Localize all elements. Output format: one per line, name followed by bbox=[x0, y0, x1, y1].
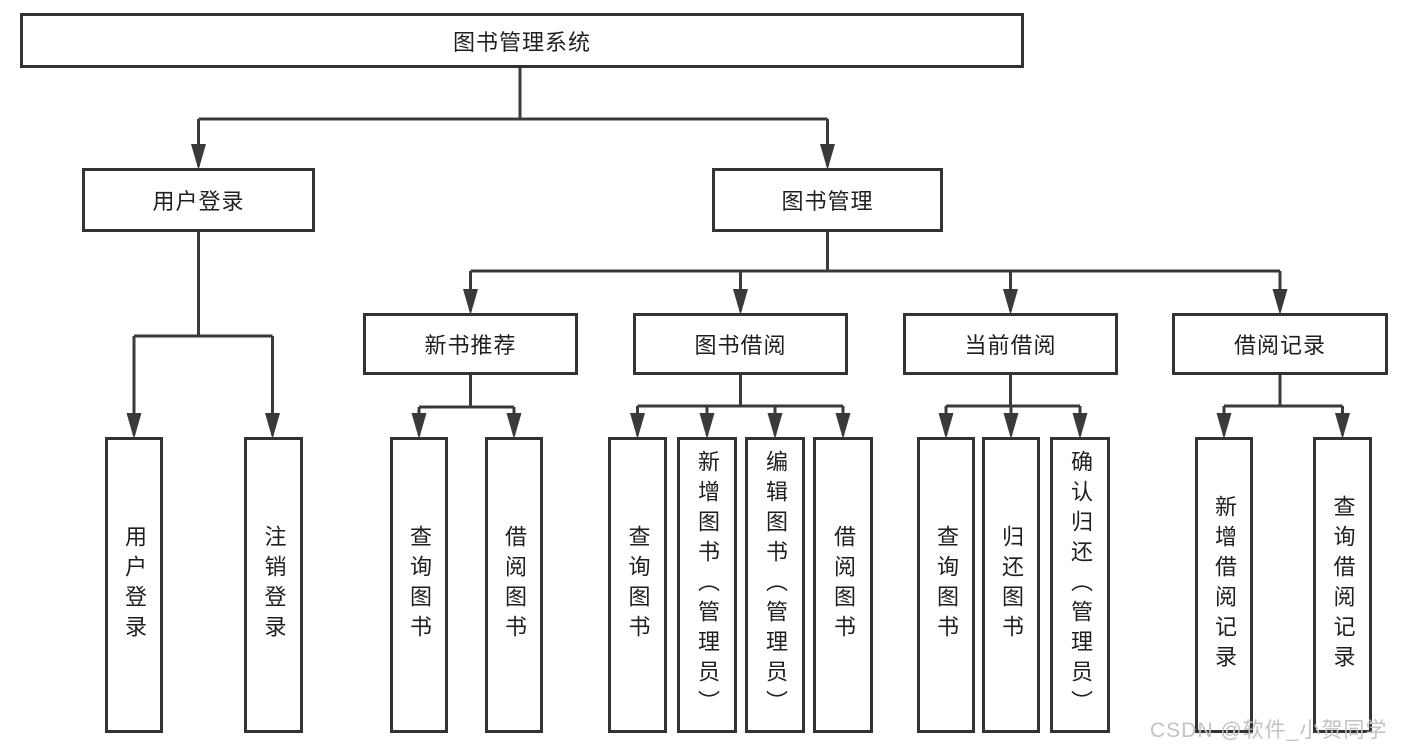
arrow-icon bbox=[191, 144, 206, 170]
node-borrowing-records: 借阅记录 bbox=[1172, 313, 1388, 375]
node-new-book-recommend: 新书推荐 bbox=[363, 313, 578, 375]
node-root-book-management-system: 图书管理系统 bbox=[20, 13, 1024, 68]
arrow-icon bbox=[1216, 413, 1232, 439]
csdn-watermark: CSDN @软件_小贺同学 bbox=[1150, 719, 1388, 742]
node-current-borrowing: 当前借阅 bbox=[903, 313, 1118, 375]
arrow-icon bbox=[1335, 413, 1350, 439]
leaf-label: 确认归还（管理员） bbox=[1068, 450, 1093, 720]
arrow-icon bbox=[506, 413, 522, 439]
arrow-icon bbox=[1072, 413, 1088, 439]
arrow-icon bbox=[1272, 289, 1288, 315]
arrow-icon bbox=[938, 413, 954, 439]
arrow-icon bbox=[126, 413, 142, 439]
leaf-label: 查询图书 bbox=[625, 525, 651, 645]
arrow-icon bbox=[463, 289, 478, 315]
leaf-records-add-record: 新增借阅记录 bbox=[1195, 437, 1253, 733]
leaf-records-query-record: 查询借阅记录 bbox=[1313, 437, 1372, 733]
arrow-icon bbox=[630, 413, 645, 439]
arrow-icon bbox=[733, 289, 748, 315]
leaf-current-return-books: 归还图书 bbox=[982, 437, 1040, 733]
leaf-newbook-borrow-books: 借阅图书 bbox=[485, 437, 543, 733]
leaf-user-login: 用户登录 bbox=[105, 437, 163, 733]
leaf-label: 借阅图书 bbox=[502, 525, 527, 645]
leaf-label: 归还图书 bbox=[999, 525, 1024, 645]
leaf-current-query-books: 查询图书 bbox=[917, 437, 975, 733]
arrow-icon bbox=[265, 413, 280, 439]
node-user-login: 用户登录 bbox=[82, 168, 315, 232]
arrow-icon bbox=[699, 413, 715, 439]
arrow-icon bbox=[767, 413, 783, 439]
node-book-management: 图书管理 bbox=[712, 168, 943, 232]
arrow-icon bbox=[1003, 289, 1018, 315]
leaf-label: 新增图书（管理员） bbox=[695, 450, 720, 720]
leaf-label: 借阅图书 bbox=[831, 525, 856, 645]
node-book-borrowing: 图书借阅 bbox=[633, 313, 848, 375]
arrow-icon bbox=[411, 413, 427, 439]
arrow-icon bbox=[820, 144, 835, 170]
leaf-current-confirm-return-admin: 确认归还（管理员） bbox=[1050, 437, 1110, 733]
arrow-icon bbox=[1003, 413, 1019, 439]
leaf-label: 注销登录 bbox=[261, 525, 287, 645]
leaf-label: 查询图书 bbox=[407, 525, 432, 645]
leaf-label: 新增借阅记录 bbox=[1212, 495, 1237, 675]
arrowheads bbox=[126, 144, 1350, 439]
leaf-borrow-edit-books-admin: 编辑图书（管理员） bbox=[745, 437, 805, 733]
leaf-label: 查询借阅记录 bbox=[1330, 495, 1356, 675]
leaf-label: 查询图书 bbox=[934, 525, 959, 645]
leaf-borrow-query-books: 查询图书 bbox=[608, 437, 667, 733]
leaf-label: 用户登录 bbox=[122, 525, 147, 645]
leaf-label: 编辑图书（管理员） bbox=[763, 450, 788, 720]
arrow-icon bbox=[835, 413, 851, 439]
leaf-borrow-add-books-admin: 新增图书（管理员） bbox=[677, 437, 737, 733]
leaf-newbook-query-books: 查询图书 bbox=[390, 437, 448, 733]
tree-edges bbox=[132, 68, 1344, 435]
leaf-borrow-borrow-books: 借阅图书 bbox=[813, 437, 873, 733]
leaf-logout: 注销登录 bbox=[244, 437, 303, 733]
